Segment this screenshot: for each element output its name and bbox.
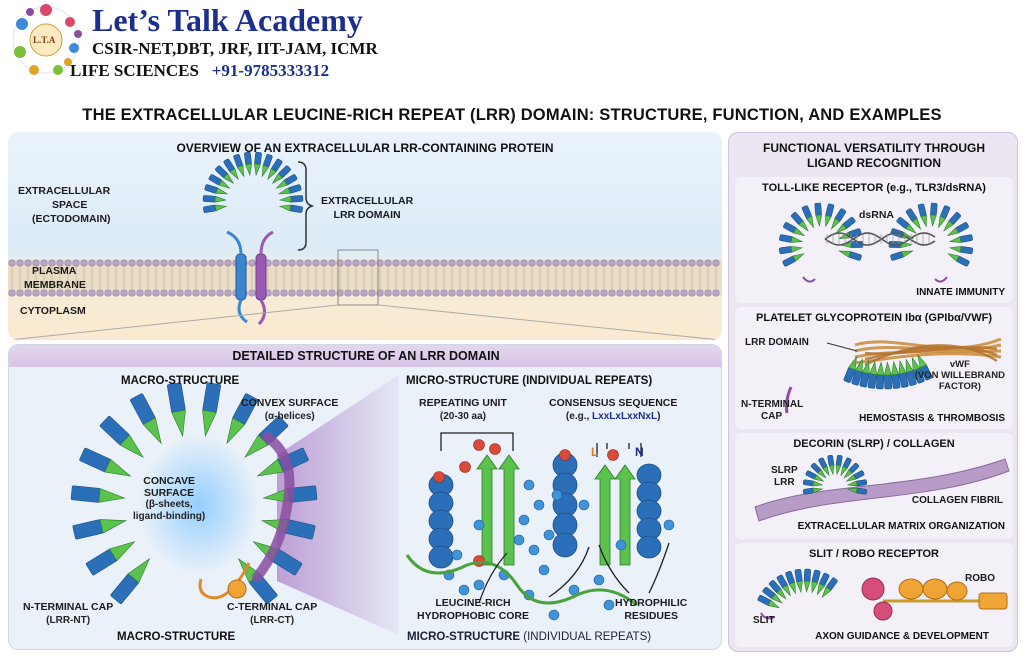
overview-illustration — [8, 151, 722, 340]
gp-lrr-label: LRR DOMAIN — [745, 337, 809, 348]
slrp-label: SLRP LRR — [771, 465, 798, 488]
cytoplasm-label: CYTOPLASM — [20, 305, 86, 317]
slit-label: SLIT — [753, 615, 775, 626]
extracellular-space-label: EXTRACELLULAR SPACE (ECTODOMAIN) — [18, 185, 111, 225]
macro-footer: MACRO-STRUCTURE — [117, 631, 236, 643]
n-terminal-cap-label: N-TERMINAL CAP (LRR-NT) — [23, 601, 114, 626]
tlr-footer: INNATE IMMUNITY — [916, 287, 1005, 298]
decorin-card: DECORIN (SLRP) / COLLAGEN SLRP LRR COLLA… — [735, 433, 1013, 539]
overview-panel: OVERVIEW OF AN EXTRACELLULAR LRR-CONTAIN… — [8, 132, 722, 340]
brand-field-phone: LIFE SCIENCES +91-9785333312 — [70, 61, 329, 81]
detail-heading: DETAILED STRUCTURE OF AN LRR DOMAIN — [232, 349, 500, 363]
slit-footer: AXON GUIDANCE & DEVELOPMENT — [815, 631, 989, 642]
micro-heading: MICRO-STRUCTURE (INDIVIDUAL REPEATS) — [406, 375, 653, 387]
overview-heading: OVERVIEW OF AN EXTRACELLULAR LRR-CONTAIN… — [176, 141, 554, 155]
brand-exams: CSIR-NET,DBT, JRF, IIT-JAM, ICMR — [92, 39, 378, 58]
dsrna-label: dsRNA — [859, 209, 895, 221]
convex-surface-label: CONVEX SURFACE (α-helices) — [241, 397, 339, 422]
page-title: THE EXTRACELLULAR LEUCINE-RICH REPEAT (L… — [82, 106, 942, 124]
consensus-l-marker: L — [591, 445, 599, 459]
brand-phone: +91-9785333312 — [211, 61, 330, 80]
slit-card: SLIT / ROBO RECEPTOR ROBO SLIT AXON GUID… — [735, 543, 1013, 647]
gp-ncap-label: N-TERMINAL CAP — [741, 399, 804, 422]
robo-label: ROBO — [965, 573, 995, 584]
functions-panel: FUNCTIONAL VERSATILITY THROUGH LIGAND RE… — [728, 132, 1018, 652]
slit-title: SLIT / ROBO RECEPTOR — [809, 548, 939, 560]
hydrophobic-core-label: LEUCINE-RICH HYDROPHOBIC CORE — [417, 597, 530, 622]
c-terminal-cap-label: C-TERMINAL CAP (LRR-CT) — [227, 601, 318, 626]
concave-surface-label: CONCAVE SURFACE (β-sheets, ligand-bindin… — [133, 475, 206, 522]
slit-illustration — [757, 568, 1008, 621]
decorin-footer: EXTRACELLULAR MATRIX ORGANIZATION — [797, 521, 1005, 532]
collagen-fibril-label: COLLAGEN FIBRIL — [911, 495, 1003, 506]
gp-footer: HEMOSTASIS & THROMBOSIS — [859, 413, 1005, 424]
gp-card: PLATELET GLYCOPROTEIN Ibα (GPIbα/VWF) LR… — [735, 307, 1013, 429]
functions-heading: FUNCTIONAL VERSATILITY THROUGH LIGAND RE… — [763, 141, 985, 170]
brand-name: Let’s Talk Academy — [92, 2, 363, 38]
tlr-title: TOLL-LIKE RECEPTOR (e.g., TLR3/dsRNA) — [762, 182, 986, 194]
detail-heading-bar — [9, 345, 721, 367]
macro-horseshoe — [70, 382, 318, 604]
vwf-label: vWF (VON WILLEBRAND FACTOR) — [914, 359, 1005, 392]
repeating-unit-label: REPEATING UNIT (20-30 aa) — [419, 397, 507, 422]
logo: L.T.A — [8, 2, 84, 78]
tlr-illustration — [778, 202, 974, 283]
brand-field: LIFE SCIENCES — [70, 61, 199, 80]
decorin-illustration — [754, 454, 1010, 522]
consensus-n-marker: N — [635, 445, 644, 459]
gp-title: PLATELET GLYCOPROTEIN Ibα (GPIbα/VWF) — [756, 312, 992, 324]
logo-text: L.T.A — [33, 35, 56, 45]
micro-footer: MICRO-STRUCTURE (INDIVIDUAL REPEATS) — [407, 631, 652, 643]
plasma-membrane-label: PLASMA MEMBRANE — [24, 265, 86, 291]
extracellular-lrr-domain-label: EXTRACELLULAR LRR DOMAIN — [321, 195, 414, 221]
hydrophilic-residues-label: HYDROPHILIC RESIDUES — [615, 597, 688, 622]
macro-heading: MACRO-STRUCTURE — [121, 375, 240, 387]
gp-illustration — [785, 337, 1002, 414]
decorin-title: DECORIN (SLRP) / COLLAGEN — [793, 438, 955, 450]
micro-repeats — [405, 439, 675, 621]
tlr-card: TOLL-LIKE RECEPTOR (e.g., TLR3/dsRNA) ds… — [735, 177, 1013, 303]
detail-illustration — [70, 375, 675, 635]
membrane-lipids — [8, 259, 720, 297]
dsrna-helix — [824, 232, 936, 246]
consensus-sequence-label: CONSENSUS SEQUENCE (e.g., LxxLxLxxNxL) — [549, 397, 678, 422]
logo-emblem-icon — [12, 4, 82, 75]
vwf-fibers — [854, 337, 1002, 367]
lrr-horseshoe — [202, 151, 304, 213]
detail-panel: DETAILED STRUCTURE OF AN LRR DOMAIN — [8, 344, 722, 650]
